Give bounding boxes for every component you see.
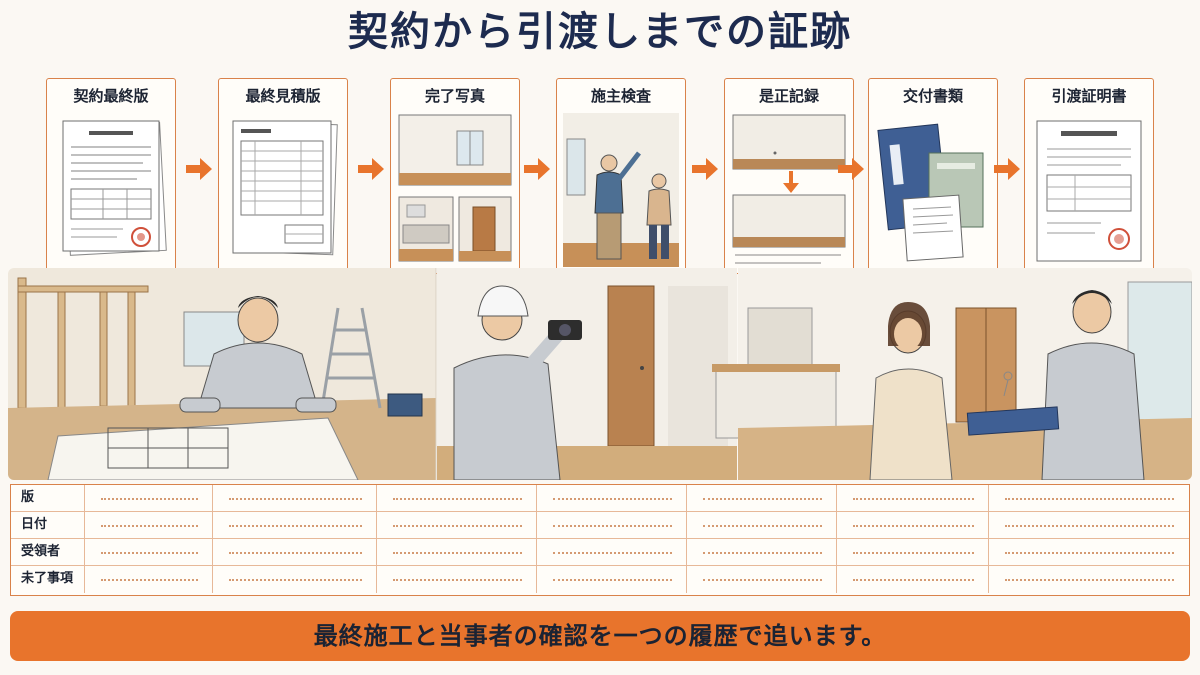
table-cell[interactable] [537, 485, 687, 511]
step-card-contract: 契約最終版 [46, 78, 176, 274]
page-title: 契約から引渡しまでの証跡 [348, 9, 852, 55]
table-cell[interactable] [377, 539, 537, 565]
table-cell[interactable] [537, 512, 687, 538]
arrow-right-icon [994, 158, 1020, 180]
table-cell[interactable] [687, 485, 837, 511]
step-card-delivered-documents: 交付書類 [868, 78, 998, 274]
table-cell[interactable] [687, 566, 837, 593]
table-cell[interactable] [989, 485, 1188, 511]
table-cell[interactable] [213, 566, 377, 593]
estimate-sheet-icon [232, 120, 338, 256]
table-cell[interactable] [687, 512, 837, 538]
table-cell[interactable] [85, 566, 213, 593]
table-cell[interactable] [377, 512, 537, 538]
step-card-handover-certificate: 引渡証明書 [1024, 78, 1154, 274]
table-cell[interactable] [85, 539, 213, 565]
table-cell[interactable] [213, 485, 377, 511]
table-cell[interactable] [989, 512, 1188, 538]
step-label: 完了写真 [424, 87, 485, 105]
table-cell[interactable] [85, 485, 213, 511]
step-label: 契約最終版 [73, 87, 149, 105]
table-cell[interactable] [377, 485, 537, 511]
step-label: 交付書類 [902, 87, 963, 105]
arrow-right-icon [358, 158, 384, 180]
row-header-outstanding-items: 未了事項 [11, 566, 85, 593]
table-cell[interactable] [837, 539, 989, 565]
table-cell[interactable] [687, 539, 837, 565]
arrow-right-icon [186, 158, 212, 180]
table-row: 受領者 [11, 539, 1189, 566]
handover-certificate-icon [1036, 120, 1142, 262]
step-card-completion-photos: 完了写真 [390, 78, 520, 274]
step-label: 施主検査 [590, 87, 651, 105]
summary-banner: 最終施工と当事者の確認を一つの履歴で追います。 [10, 611, 1190, 661]
construction-handover-scene [8, 268, 1192, 480]
table-cell[interactable] [989, 539, 1188, 565]
table-cell[interactable] [989, 566, 1188, 593]
table-cell[interactable] [537, 566, 687, 593]
row-header-version: 版 [11, 485, 85, 511]
record-table: 版 日付 受領者 未了事項 [10, 484, 1190, 596]
completion-photos-icon [398, 114, 512, 262]
binder-documents-icon [877, 123, 984, 262]
step-label: 引渡証明書 [1051, 87, 1127, 105]
step-label: 最終見積版 [245, 87, 321, 105]
table-row: 版 [11, 485, 1189, 512]
row-header-date: 日付 [11, 512, 85, 538]
step-card-owner-inspection: 施主検査 [556, 78, 686, 274]
row-header-recipient: 受領者 [11, 539, 85, 565]
table-row: 未了事項 [11, 566, 1189, 593]
arrow-right-icon [524, 158, 550, 180]
arrow-right-icon [838, 158, 864, 180]
step-card-estimate: 最終見積版 [218, 78, 348, 274]
contract-document-icon [62, 120, 167, 256]
table-cell[interactable] [837, 485, 989, 511]
correction-record-icon [732, 114, 846, 264]
table-cell[interactable] [377, 566, 537, 593]
arrow-right-icon [692, 158, 718, 180]
step-card-correction-record: 是正記録 [724, 78, 854, 274]
step-label: 是正記録 [758, 87, 819, 105]
table-cell[interactable] [85, 512, 213, 538]
table-cell[interactable] [213, 539, 377, 565]
table-cell[interactable] [537, 539, 687, 565]
table-row: 日付 [11, 512, 1189, 539]
table-cell[interactable] [213, 512, 377, 538]
owner-inspection-icon [563, 113, 679, 267]
table-cell[interactable] [837, 566, 989, 593]
table-cell[interactable] [837, 512, 989, 538]
